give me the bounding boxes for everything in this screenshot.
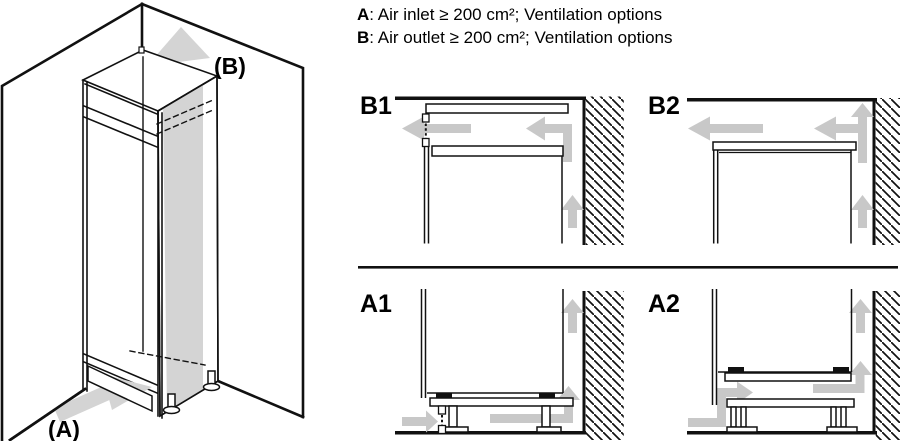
b1-diagram: B1 [360,92,624,245]
vent-clip-bottom [421,137,430,148]
arrow-up-icon [849,299,872,333]
airflow-arrows [402,116,584,228]
leg [840,406,847,428]
leg [740,406,747,428]
arrow-left-out-icon [402,116,471,141]
legend-text-a: : Air inlet ≥ 200 cm²; Ventilation optio… [369,5,663,24]
arrow-up-left-bend-icon [526,116,572,162]
arrow-left-out-icon [688,116,763,141]
ceiling-panel-bar [425,103,569,114]
cabinet-sides [420,289,564,398]
appliance-foot-mount [833,367,849,372]
legend-line-air-outlet: B: Air outlet ≥ 200 cm²; Ventilation opt… [357,26,673,49]
wall-hatch [585,96,624,245]
hidden-inlet-edge [129,350,206,366]
leg [541,405,551,428]
legend: A: Air inlet ≥ 200 cm²; Ventilation opti… [357,3,673,49]
legend-key-a: A [357,5,370,24]
appliance-foot-mount [728,367,744,372]
arrow-left-branch-icon [814,116,867,141]
a2-label: A2 [648,290,680,318]
floor [395,431,586,435]
vent-clip-bottom [437,424,447,435]
vent-clip-top [437,405,447,415]
vent-clip-top [421,113,430,123]
legend-key-b: B [357,28,370,47]
legend-text-b: : Air outlet ≥ 200 cm²; Ventilation opti… [369,28,673,47]
b1-label: B1 [360,92,392,120]
arrow-up-icon [561,195,584,228]
arrow-right-up-bend-icon [813,361,872,393]
appliance-foot-mount [436,393,452,398]
airflow-arrows [402,299,584,433]
leg-pad [443,426,469,433]
iso-view: (B) (A) [0,2,305,441]
a1-diagram: A1 [360,289,624,440]
base-rail [429,397,574,407]
a1-label: A1 [360,290,392,318]
cabinet-top-bar [712,141,857,151]
hidden-vent-edge-bottom [156,109,214,135]
cabinet-sides [712,150,852,244]
arrow-up-icon [851,195,874,228]
foot-pad [202,382,221,392]
wall-hatch [875,291,900,440]
leg-pad [536,426,562,433]
arrow-up-icon [561,299,584,333]
niche-floor-edge [82,352,159,387]
plinth-panel [87,364,153,413]
arrow-in-right-icon [402,410,438,433]
cabinet-base [87,364,221,415]
ceiling [395,96,586,100]
outlet-label: (B) [214,53,246,79]
compartment-shelf-bottom [82,115,159,149]
a2-diagram: A2 [648,289,900,440]
floor-wall-junction [8,387,87,441]
row-divider [358,266,898,269]
hidden-vent-edge-top [156,99,214,125]
b2-diagram: B2 [648,92,900,245]
floor [687,431,877,435]
inlet-label: (A) [48,416,80,441]
appliance-top-bar [431,145,564,157]
arrow-s-bend-in-icon [688,381,753,427]
compartment-shelf-top [82,104,159,138]
leg-pad [726,426,758,433]
leg [730,406,737,428]
leg [830,406,837,428]
ceiling [687,98,877,102]
leg [448,405,458,428]
wall-hatch [875,98,900,245]
legend-line-air-inlet: A: Air inlet ≥ 200 cm²; Ventilation opti… [357,3,673,26]
arrow-right-up-bend-icon [490,386,580,423]
appliance-bottom-bar [724,372,852,382]
plinth-rail [726,398,855,408]
cabinet-sides [711,289,853,405]
appliance-foot-mount [539,393,555,398]
b2-label: B2 [648,92,680,120]
outlet-air-band [163,84,203,411]
cabinet-sides [423,147,563,244]
airflow-arrows [688,103,874,228]
cabinet-top-notch [138,46,145,54]
airflow-arrows [688,299,872,427]
foot-pad [162,405,181,415]
leg-pad [826,426,858,433]
cabinet-lines [82,56,219,419]
wall-hatch [585,291,624,440]
